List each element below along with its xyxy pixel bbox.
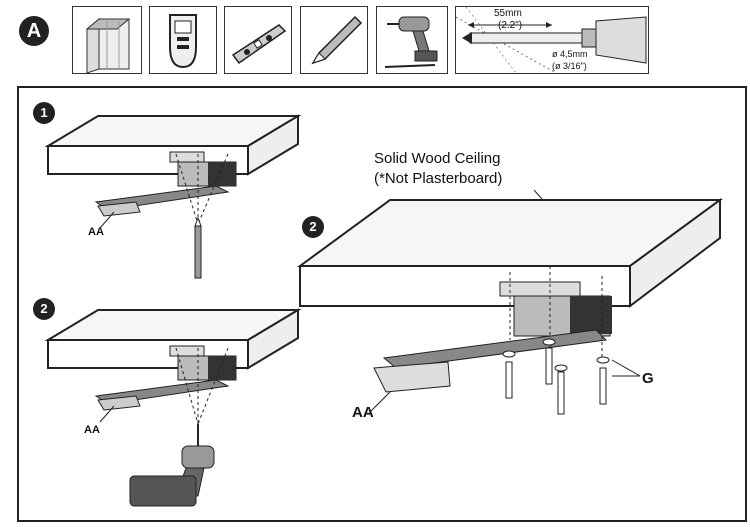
drill-depth-spec: 55mm (2.2") ø 4,5mm (ø 3/16") — [455, 6, 649, 74]
stud-finder-tool — [149, 6, 217, 74]
step2-left-illustration — [44, 308, 302, 507]
spirit-level-icon — [231, 24, 287, 65]
level-tool — [224, 6, 292, 74]
part-label-g: G — [642, 370, 654, 387]
stud-finder-icon — [169, 14, 197, 69]
ceiling-note-line1: Solid Wood Ceiling — [374, 150, 501, 167]
screws — [502, 338, 610, 415]
drill-depth-in: (2.2") — [498, 20, 523, 31]
step1-illustration — [44, 114, 302, 279]
section-badge: A — [19, 16, 49, 46]
mount-bracket — [94, 345, 237, 411]
mount-bracket — [94, 151, 237, 217]
power-drill-icon — [129, 424, 215, 507]
pencil-icon — [311, 15, 363, 65]
drill-bit-icon — [456, 7, 647, 73]
step-badge: 2 — [33, 298, 55, 320]
pencil-icon — [194, 216, 202, 279]
wood-board-icon — [85, 17, 131, 73]
drill-depth-mm: 55mm — [494, 8, 522, 19]
step2-right-illustration — [296, 189, 724, 415]
pencil-tool — [300, 6, 368, 74]
step-badge: 2 — [302, 216, 324, 238]
drill-diameter-mm: ø 4,5mm — [552, 49, 588, 59]
part-label-aa: AA — [352, 404, 374, 421]
instruction-panel — [17, 86, 747, 522]
power-drill-icon — [384, 16, 438, 68]
part-label-aa: AA — [84, 424, 100, 436]
part-label-aa: AA — [88, 226, 104, 238]
step-badge: 1 — [33, 102, 55, 124]
drill-diameter-in: (ø 3/16") — [552, 61, 587, 71]
ceiling-note-line2: (*Not Plasterboard) — [374, 170, 503, 187]
wood-ceiling-tool — [72, 6, 142, 74]
drill-tool — [376, 6, 448, 74]
